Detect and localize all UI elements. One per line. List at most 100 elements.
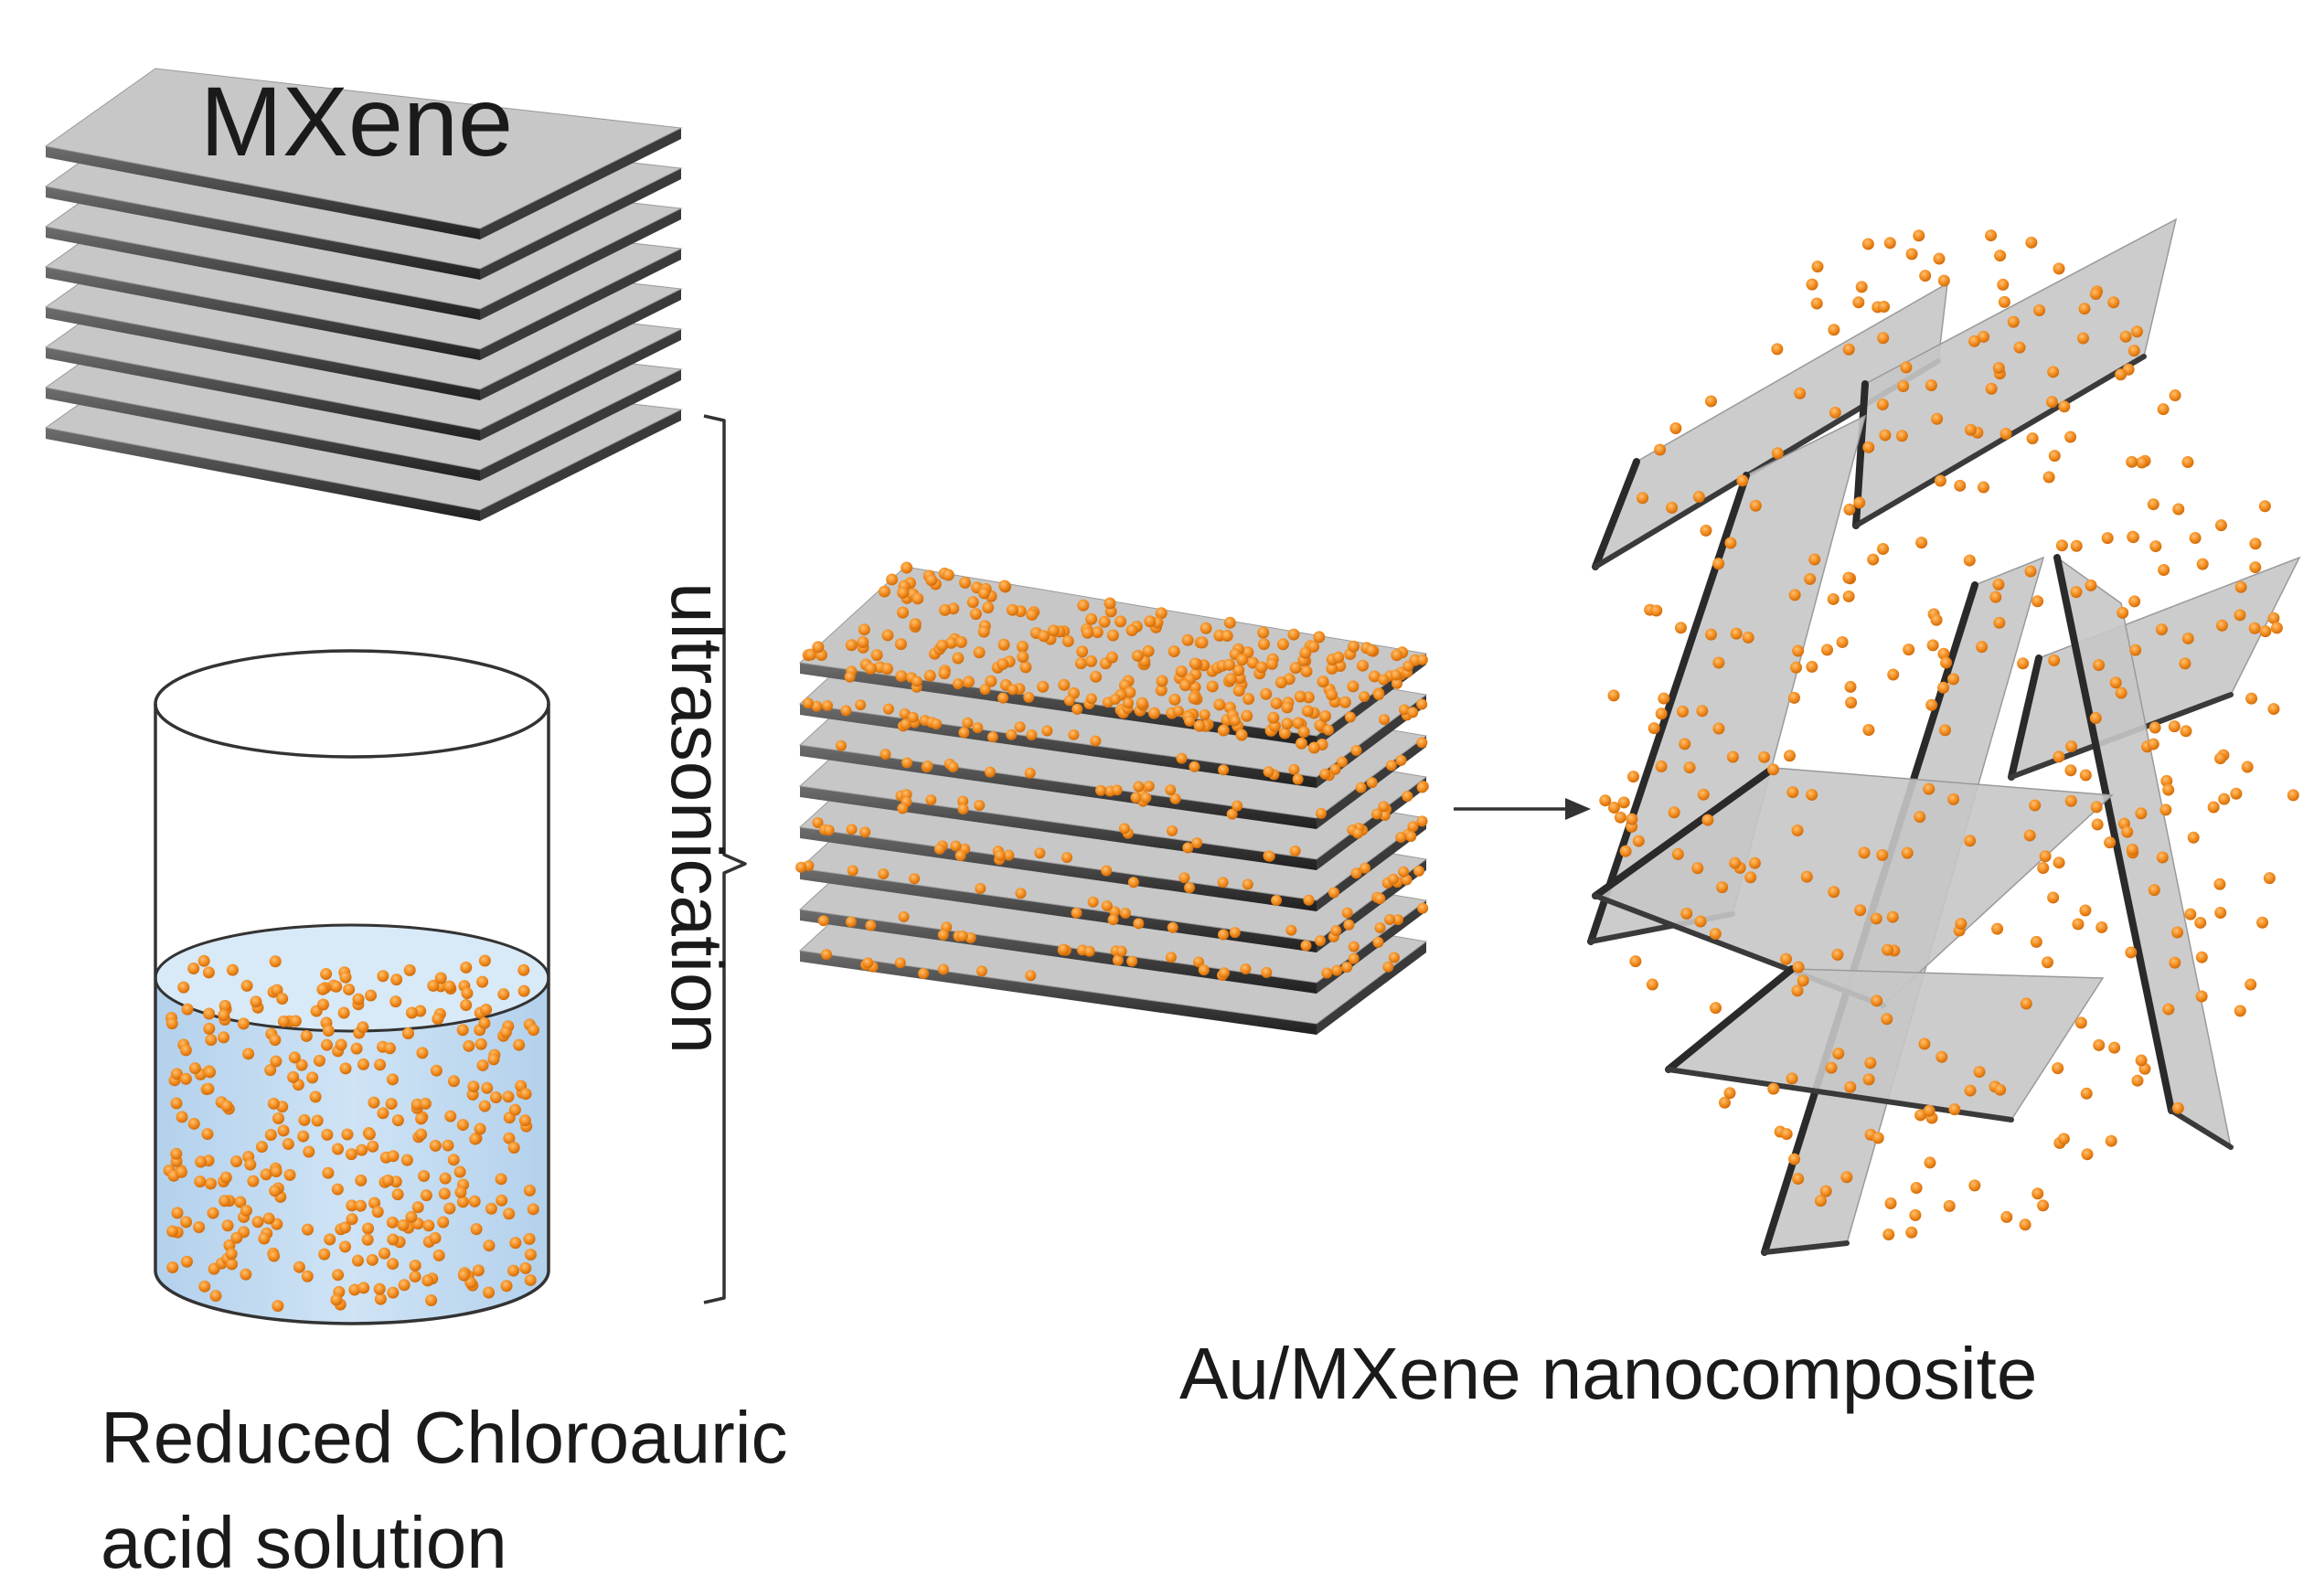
- gold-nanoparticle: [925, 794, 937, 806]
- gold-nanoparticle: [1023, 691, 1035, 703]
- gold-nanoparticle: [2020, 997, 2032, 1010]
- gold-nanoparticle: [954, 850, 966, 862]
- gold-nanoparticle: [1372, 936, 1384, 948]
- gold-nanoparticle: [2019, 1218, 2031, 1231]
- gold-nanoparticle: [1646, 978, 1658, 991]
- gold-nanoparticle: [2169, 956, 2181, 969]
- gold-nanoparticle: [1748, 857, 1761, 869]
- gold-nanoparticle: [2039, 850, 2052, 863]
- gold-nanoparticle: [1184, 882, 1196, 894]
- gold-nanoparticle: [1931, 412, 1944, 425]
- gold-nanoparticle: [2052, 1062, 2064, 1075]
- gold-nanoparticle: [2037, 862, 2050, 875]
- gold-nanoparticle: [1749, 499, 1762, 512]
- gold-nanoparticle: [1828, 886, 1840, 899]
- gold-nanoparticle: [1257, 638, 1270, 651]
- gold-nanoparticle: [2105, 1134, 2117, 1147]
- gold-nanoparticle: [1142, 644, 1155, 657]
- gold-nanoparticle: [1876, 398, 1889, 410]
- gold-nanoparticle: [822, 700, 834, 712]
- gold-nanoparticle: [1083, 945, 1095, 957]
- gold-nanoparticle: [1318, 709, 1331, 722]
- gold-nanoparticle: [997, 638, 1010, 651]
- gold-nanoparticle: [1382, 961, 1394, 973]
- gold-nanoparticle: [1193, 719, 1206, 732]
- gold-nanoparticle: [460, 998, 473, 1011]
- gold-nanoparticle: [1402, 791, 1413, 803]
- gold-nanoparticle: [260, 1168, 272, 1181]
- gold-nanoparticle: [195, 1155, 208, 1168]
- gold-nanoparticle: [1964, 1084, 1977, 1097]
- gold-nanoparticle: [1843, 503, 1856, 516]
- gold-nanoparticle: [2169, 389, 2181, 402]
- gold-nanoparticle: [374, 1293, 387, 1305]
- gold-nanoparticle: [1218, 764, 1230, 776]
- gold-nanoparticle: [907, 711, 919, 723]
- gold-nanoparticle: [170, 1147, 183, 1160]
- gold-nanoparticle: [1701, 814, 1714, 826]
- gold-nanoparticle: [880, 749, 891, 761]
- gold-nanoparticle: [862, 957, 874, 969]
- gold-nanoparticle: [844, 671, 856, 683]
- gold-nanoparticle: [420, 1189, 432, 1202]
- gold-nanoparticle: [1650, 604, 1663, 617]
- gold-nanoparticle: [1261, 966, 1273, 978]
- gold-nanoparticle: [2214, 906, 2227, 919]
- gold-nanoparticle: [894, 957, 906, 969]
- gold-nanoparticle: [1933, 252, 1946, 265]
- gold-nanoparticle: [805, 648, 817, 661]
- gold-nanoparticle: [1300, 940, 1312, 952]
- gold-nanoparticle: [859, 826, 871, 838]
- gold-nanoparticle: [422, 1219, 435, 1232]
- gold-nanoparticle: [2007, 315, 2020, 328]
- gold-nanoparticle: [1934, 474, 1946, 487]
- gold-nanoparticle: [2031, 1187, 2044, 1200]
- gold-nanoparticle: [2215, 619, 2228, 632]
- gold-nanoparticle: [2042, 956, 2054, 969]
- gold-nanoparticle: [1025, 970, 1037, 982]
- gold-nanoparticle: [267, 1097, 280, 1110]
- gold-nanoparticle: [1130, 792, 1142, 803]
- gold-nanoparticle: [1276, 638, 1289, 651]
- gold-nanoparticle: [911, 676, 922, 687]
- gold-nanoparticle: [2248, 622, 2261, 634]
- gold-nanoparticle: [181, 1003, 194, 1016]
- gold-nanoparticle: [322, 1025, 335, 1037]
- gold-nanoparticle: [1328, 887, 1339, 899]
- gold-nanoparticle: [430, 1064, 443, 1077]
- gold-nanoparticle: [324, 1233, 336, 1246]
- gold-nanoparticle: [302, 1223, 315, 1236]
- gold-nanoparticle: [984, 766, 996, 778]
- gold-nanoparticle: [1937, 274, 1950, 287]
- gold-nanoparticle: [467, 1080, 480, 1093]
- gold-nanoparticle: [1313, 631, 1326, 644]
- gold-nanoparticle: [391, 1188, 404, 1201]
- gold-nanoparticle: [972, 722, 984, 734]
- gold-nanoparticle: [931, 718, 943, 729]
- gold-nanoparticle: [379, 1247, 391, 1260]
- gold-nanoparticle: [297, 1130, 310, 1143]
- gold-nanoparticle: [1680, 907, 1693, 920]
- solution-label-line1: Reduced Chloroauric: [101, 1397, 788, 1478]
- gold-nanoparticle: [1407, 821, 1419, 833]
- gold-nanoparticle: [1378, 801, 1390, 813]
- gold-nanoparticle: [1213, 698, 1226, 711]
- gold-nanoparticle: [474, 1123, 486, 1135]
- sheet-edge: [2008, 654, 2042, 781]
- gold-nanoparticle: [202, 1082, 215, 1095]
- gold-nanoparticle: [1877, 543, 1890, 556]
- gold-nanoparticle: [439, 1172, 452, 1185]
- mxene-label: MXene: [200, 66, 513, 176]
- beaker: [154, 649, 550, 1325]
- sheet-front-edge: [46, 186, 480, 280]
- gold-nanoparticle: [219, 999, 231, 1012]
- gold-nanoparticle: [1221, 630, 1233, 643]
- gold-nanoparticle: [2149, 721, 2161, 734]
- gold-nanoparticle: [1085, 612, 1098, 625]
- gold-nanoparticle: [204, 1066, 217, 1079]
- gold-nanoparticle: [338, 1221, 351, 1234]
- gold-nanoparticle: [974, 800, 986, 812]
- gold-nanoparticle: [2245, 692, 2258, 705]
- gold-nanoparticle: [2091, 818, 2104, 831]
- gold-nanoparticle: [909, 873, 921, 885]
